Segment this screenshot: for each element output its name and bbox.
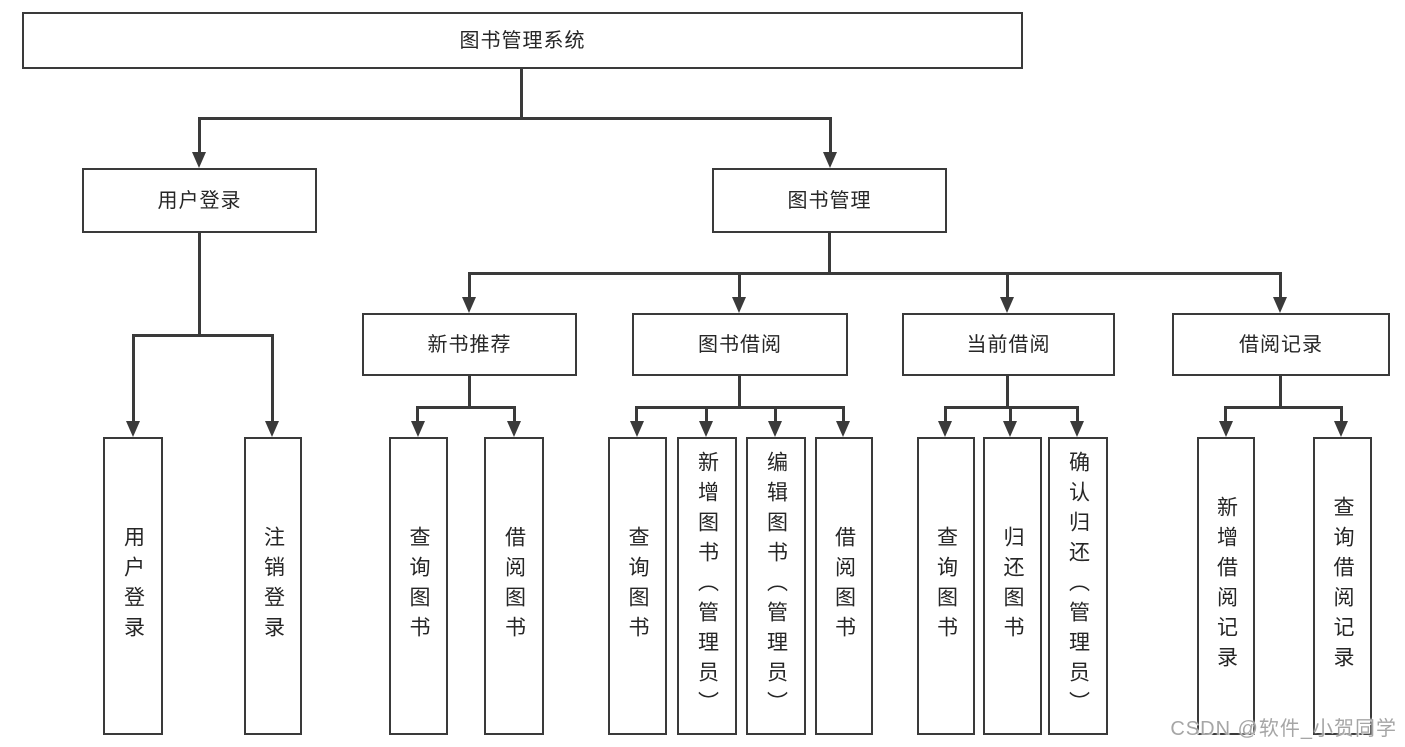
node-confirm-return-admin: 确认归还（管理员） — [1048, 437, 1108, 735]
connector-line — [1006, 272, 1009, 302]
connector-line — [635, 406, 638, 426]
connector-line — [468, 272, 471, 302]
arrow-down-icon — [1003, 421, 1017, 437]
connector-line — [198, 117, 832, 120]
arrow-down-icon — [1000, 297, 1014, 313]
connector-line — [1340, 406, 1343, 426]
arrow-down-icon — [1219, 421, 1233, 437]
connector-line — [1076, 406, 1079, 426]
connector-line — [132, 334, 274, 337]
arrow-down-icon — [1273, 297, 1287, 313]
node-new-book-recommendation: 新书推荐 — [362, 313, 577, 376]
arrow-down-icon — [126, 421, 140, 437]
arrow-down-icon — [192, 152, 206, 168]
connector-line — [1279, 272, 1282, 302]
connector-line — [1009, 406, 1012, 426]
connector-line — [1006, 375, 1009, 408]
node-user-login-leaf: 用户登录 — [103, 437, 163, 735]
node-add-borrow-record: 新增借阅记录 — [1197, 437, 1255, 735]
arrow-down-icon — [732, 297, 746, 313]
node-borrow-books-leaf: 借阅图书 — [815, 437, 873, 735]
csdn-watermark: CSDN @软件_小贺同学 — [1170, 718, 1397, 740]
connector-line — [738, 375, 741, 408]
arrow-down-icon — [823, 152, 837, 168]
node-current-borrowing: 当前借阅 — [902, 313, 1115, 376]
connector-line — [829, 117, 832, 157]
connector-line — [520, 68, 523, 120]
connector-line — [842, 406, 845, 426]
arrow-down-icon — [630, 421, 644, 437]
connector-line — [513, 406, 516, 426]
node-user-login-module: 用户登录 — [82, 168, 317, 233]
node-query-borrow-record: 查询借阅记录 — [1313, 437, 1372, 735]
node-book-management-module: 图书管理 — [712, 168, 947, 233]
node-book-borrowing: 图书借阅 — [632, 313, 848, 376]
connector-line — [1224, 406, 1227, 426]
node-query-books-newbook: 查询图书 — [389, 437, 448, 735]
arrow-down-icon — [1334, 421, 1348, 437]
connector-line — [1224, 406, 1343, 409]
connector-line — [1279, 375, 1282, 408]
connector-line — [738, 272, 741, 302]
arrow-down-icon — [699, 421, 713, 437]
connector-line — [132, 334, 135, 426]
node-return-book: 归还图书 — [983, 437, 1042, 735]
node-borrow-books-newbook: 借阅图书 — [484, 437, 544, 735]
arrow-down-icon — [411, 421, 425, 437]
connector-line — [774, 406, 777, 426]
connector-line — [468, 272, 1282, 275]
arrow-down-icon — [265, 421, 279, 437]
arrow-down-icon — [507, 421, 521, 437]
node-query-books-current: 查询图书 — [917, 437, 975, 735]
arrow-down-icon — [836, 421, 850, 437]
arrow-down-icon — [768, 421, 782, 437]
arrow-down-icon — [1070, 421, 1084, 437]
connector-line — [468, 375, 471, 408]
arrow-down-icon — [938, 421, 952, 437]
connector-line — [416, 406, 516, 409]
node-system-root: 图书管理系统 — [22, 12, 1023, 69]
node-add-book-admin: 新增图书（管理员） — [677, 437, 737, 735]
connector-line — [705, 406, 708, 426]
connector-line — [635, 406, 845, 409]
connector-line — [828, 232, 831, 274]
node-query-books-borrow: 查询图书 — [608, 437, 667, 735]
arrow-down-icon — [462, 297, 476, 313]
connector-line — [416, 406, 419, 426]
node-logout-leaf: 注销登录 — [244, 437, 302, 735]
connector-line — [198, 117, 201, 157]
node-edit-book-admin: 编辑图书（管理员） — [746, 437, 806, 735]
connector-line — [271, 334, 274, 426]
connector-line — [198, 232, 201, 337]
node-borrowing-records: 借阅记录 — [1172, 313, 1390, 376]
connector-line — [944, 406, 947, 426]
